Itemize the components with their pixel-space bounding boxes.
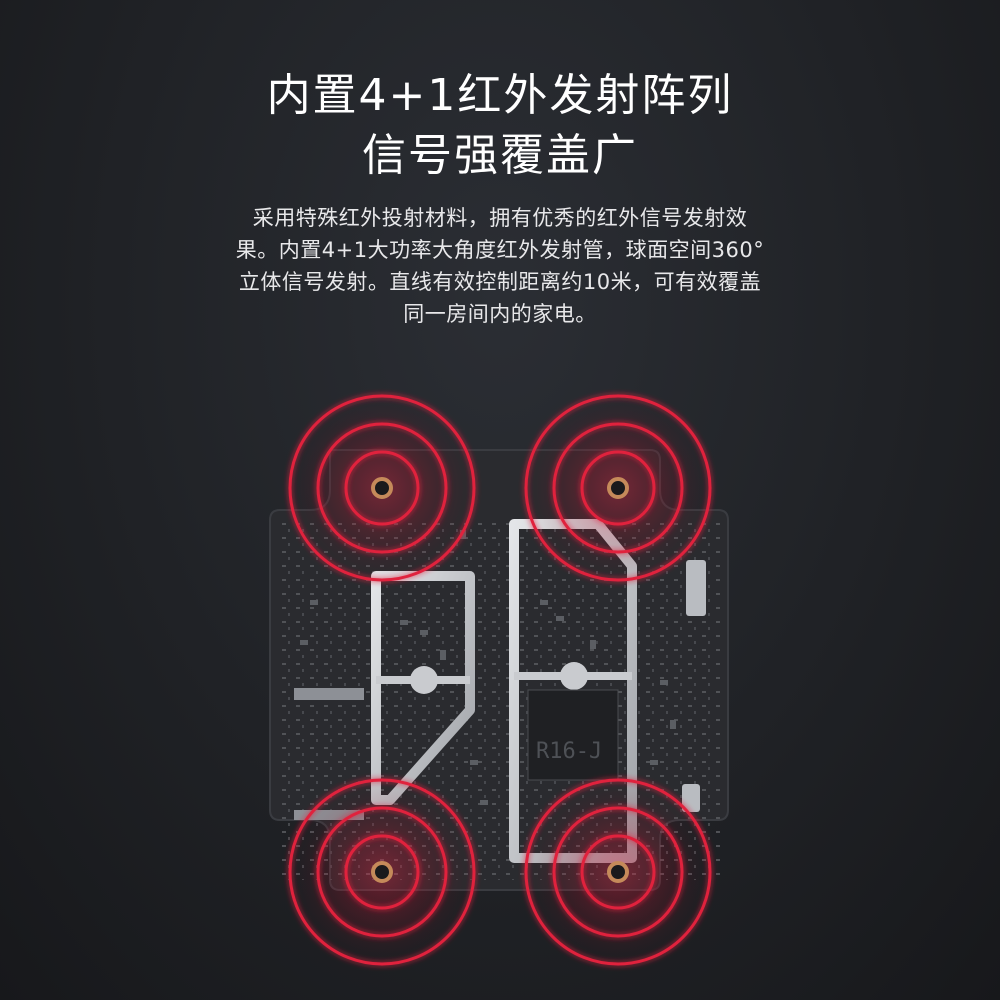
chip-marking: R16-J — [536, 739, 602, 764]
headline-line-2: 信号强覆盖广 — [362, 130, 638, 181]
headline-line-1: 内置4+1红外发射阵列 — [266, 70, 734, 121]
main-chip: R16-J — [527, 689, 619, 781]
ir-emitter-bottom-left — [288, 778, 476, 966]
ir-emitter-top-right — [524, 394, 712, 582]
metal-shield-left — [371, 571, 475, 805]
description-line-3: 立体信号发射。直线有效控制距离约10米，可有效覆盖 — [238, 270, 762, 294]
ir-emitter-top-left — [288, 394, 476, 582]
circuit-board-illustration: R16-J — [0, 380, 1000, 1000]
description-line-2: 果。内置4+1大功率大角度红外发射管，球面空间360° — [235, 238, 765, 262]
emitter-pad — [371, 861, 393, 883]
emitter-pad — [607, 861, 629, 883]
description-line-4: 同一房间内的家电。 — [403, 302, 597, 326]
emitter-pad — [371, 477, 393, 499]
ir-emitter-bottom-right — [524, 778, 712, 966]
emitter-pad — [607, 477, 629, 499]
board-svg: R16-J — [269, 394, 729, 966]
description-line-1: 采用特殊红外投射材料，拥有优秀的红外信号发射效 — [252, 206, 748, 230]
